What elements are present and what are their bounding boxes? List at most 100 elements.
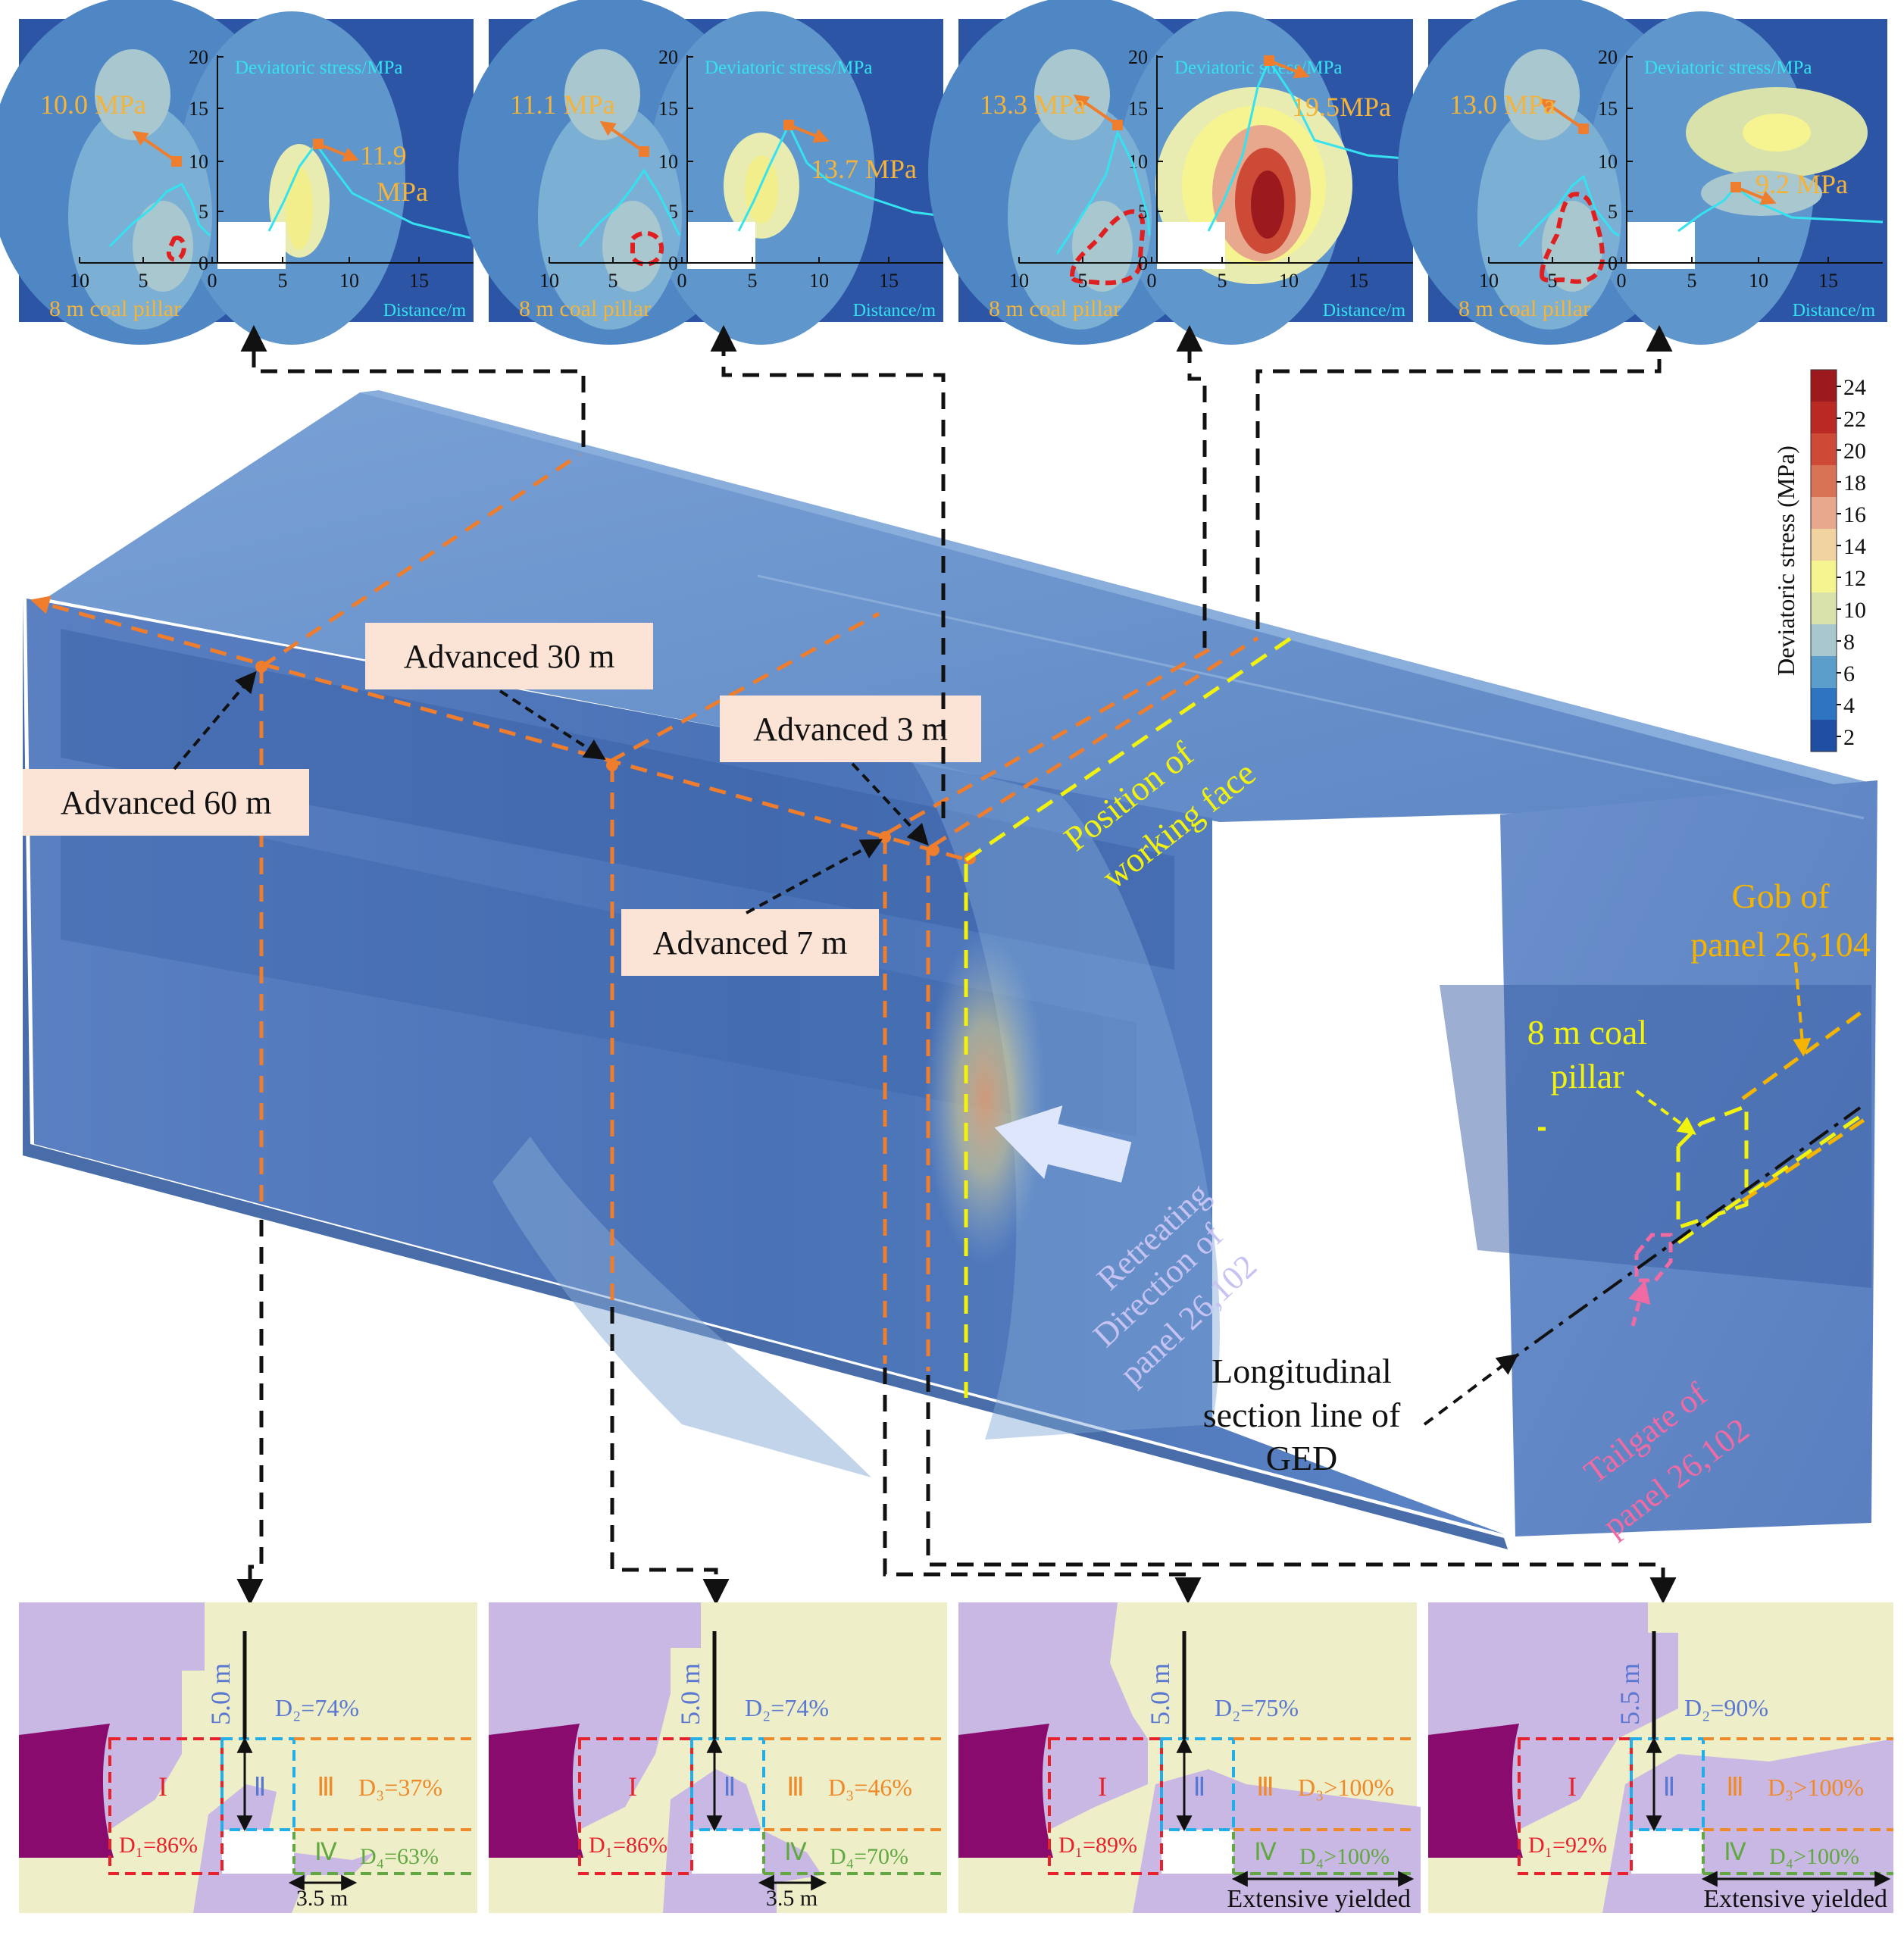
D2-label: D₂=90%	[1684, 1694, 1768, 1721]
advance-30-top-line	[608, 611, 880, 764]
y-axis-title: Deviatoric stress/MPa	[235, 58, 402, 78]
label-box	[23, 769, 309, 836]
tailgate-pointer	[1628, 1280, 1651, 1327]
colorbar-frame	[1810, 369, 1837, 752]
contour-band	[1251, 170, 1284, 239]
gob-region	[489, 1724, 583, 1858]
y-tick-label: 0	[1608, 252, 1618, 274]
connector-bottom-4	[926, 1375, 1677, 1604]
height-label: 5.0 m	[675, 1663, 705, 1725]
y-tick-label: 20	[189, 46, 208, 68]
label-advanced-3: Advanced 3 m	[720, 696, 981, 762]
x-tick-label: 10	[809, 270, 829, 292]
colorbar-segment	[1811, 370, 1837, 402]
x-tick-label: 10	[339, 270, 359, 292]
roadway-opening	[1157, 222, 1225, 269]
contour-band	[133, 201, 193, 292]
pillar-label: 8 m coal pillar	[1458, 296, 1590, 321]
roadway-opening	[217, 222, 286, 269]
y-tick-label: 20	[1598, 46, 1618, 68]
pillar-outline	[1676, 1103, 1749, 1230]
y-tick-label: 10	[189, 151, 208, 173]
gob-region	[19, 1724, 114, 1858]
y-tick-label: 15	[1128, 98, 1148, 120]
colorbar-tick-label: 4	[1843, 693, 1855, 718]
zone-I-label: I	[158, 1771, 167, 1802]
x-tick-label: 0	[677, 270, 687, 292]
advance-60-top-line	[260, 452, 581, 669]
peak-right-label: 9.2 MPa	[1755, 169, 1848, 199]
internal-band	[61, 796, 1136, 1136]
colorbar-segment	[1811, 497, 1837, 529]
colorbar-tick-label: 16	[1843, 502, 1866, 527]
x-tick-label: 10	[1009, 270, 1029, 292]
x-tick-label: 15	[879, 270, 899, 292]
D3-label: D₃=37%	[358, 1774, 442, 1801]
colorbar-title: Deviatoric stress (MPa)	[1772, 445, 1799, 676]
gob-label-1: Gob of	[1731, 877, 1830, 915]
roadway-opening	[1161, 1830, 1233, 1874]
colorbar-tick-label: 14	[1843, 534, 1866, 559]
y-axis-title: Deviatoric stress/MPa	[1644, 58, 1812, 78]
contour-band	[1034, 49, 1110, 140]
pointer-3	[851, 762, 929, 846]
y-tick-label: 15	[1598, 98, 1618, 120]
D4-label: D₄>100%	[1769, 1844, 1859, 1869]
contour-band	[564, 49, 640, 140]
x-tick-label: 15	[409, 270, 429, 292]
section-pointer	[1423, 1353, 1519, 1426]
extent-label: Extensive yielded	[1703, 1885, 1887, 1913]
x-tick-label: 0	[1617, 270, 1627, 292]
peak-arrow-left	[599, 120, 646, 153]
zone-IV-label: Ⅳ	[784, 1838, 807, 1865]
connector-bottom-1	[236, 1220, 264, 1605]
gob-region	[1428, 1724, 1523, 1858]
y-tick-label: 5	[199, 201, 208, 223]
zone-I-label: I	[1568, 1771, 1577, 1802]
connector-lines	[236, 325, 1677, 1605]
colorbar-segment	[1811, 688, 1837, 720]
connector-bottom-2	[610, 1307, 730, 1605]
D1-label: D₁=86%	[119, 1833, 198, 1858]
section-line	[1499, 1106, 1862, 1369]
zone-III-label: Ⅲ	[317, 1774, 334, 1802]
roadway-opening	[222, 1830, 294, 1874]
x-tick-label: 10	[1749, 270, 1768, 292]
label-text: Advanced 60 m	[61, 784, 272, 821]
pillar-bottom-line	[1677, 1111, 1865, 1245]
height-label: 5.0 m	[205, 1663, 236, 1725]
tailgate-outline	[1634, 1233, 1673, 1283]
x-tick-label: 5	[139, 270, 149, 292]
contour-band	[1072, 201, 1133, 292]
contour-band	[95, 49, 170, 140]
D3-label: D₃=46%	[828, 1774, 912, 1801]
zone-II-label: Ⅱ	[254, 1774, 267, 1802]
width-label: 3.5 m	[296, 1886, 348, 1911]
y-axis-title: Deviatoric stress/MPa	[1174, 58, 1342, 78]
contour-band	[1542, 201, 1602, 292]
zone-II-label: Ⅱ	[1193, 1774, 1206, 1802]
y-tick-label: 0	[199, 252, 208, 274]
contour-band	[1504, 49, 1580, 140]
peak-left-label: 13.0 MPa	[1449, 89, 1555, 120]
peak-right-label: 13.7 MPa	[811, 154, 917, 184]
extent-label: Extensive yielded	[1227, 1885, 1411, 1913]
peak-arrow-left	[1539, 98, 1585, 130]
x-tick-label: 10	[1279, 270, 1299, 292]
pointer-7	[746, 839, 883, 914]
width-label: 3.5 m	[766, 1886, 818, 1911]
y-tick-label: 15	[658, 98, 678, 120]
internal-band	[492, 1136, 871, 1477]
label-box	[720, 696, 981, 762]
zone-I-label: I	[1098, 1771, 1107, 1802]
y-tick-label: 0	[1138, 252, 1148, 274]
zone-IV-label: Ⅳ	[1254, 1838, 1277, 1865]
y-tick-label: 20	[658, 46, 678, 68]
x-tick-label: 10	[539, 270, 559, 292]
x-tick-label: 0	[1147, 270, 1157, 292]
